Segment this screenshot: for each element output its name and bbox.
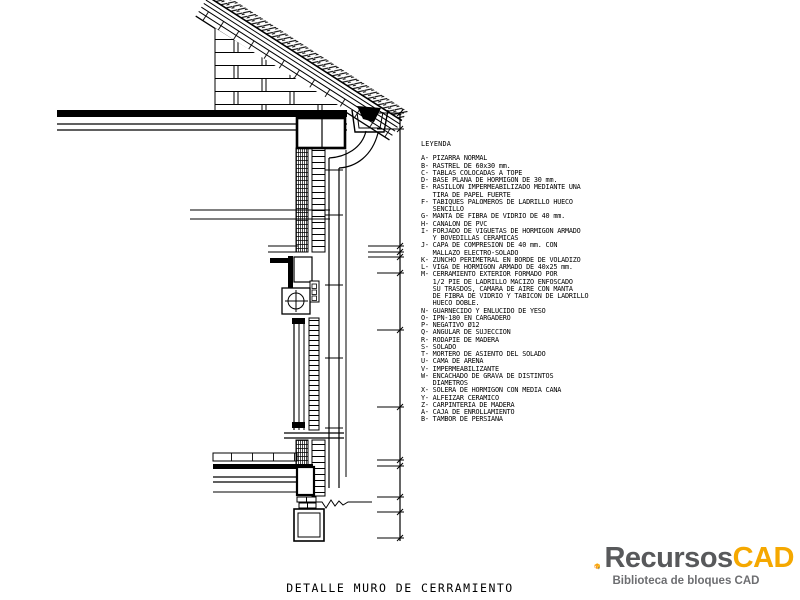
- legend-title: LEYENDA: [421, 140, 452, 148]
- gravel-break-line: [312, 499, 372, 509]
- floor-assembly: [212, 452, 372, 542]
- slate-hatch: [208, 0, 408, 121]
- shutter-slats: [308, 317, 320, 431]
- lintel-lines: [268, 245, 298, 253]
- base-brick-courses: [296, 496, 317, 509]
- cube-logo-icon: [594, 563, 601, 570]
- batten-ticks: [195, 7, 396, 140]
- legend: LEYENDA A- PIZARRA NORMAL B- RASTREL DE …: [421, 140, 589, 424]
- brand-accent: CAD: [732, 542, 795, 575]
- brand-name: RecursosCAD: [604, 544, 794, 573]
- brand-primary: Recursos: [604, 542, 733, 575]
- dimension-line: [368, 109, 404, 542]
- shutter-drum: [281, 287, 311, 315]
- drawing-caption: DETALLE MURO DE CERRAMIENTO: [286, 581, 514, 595]
- slab-edge-beam: [295, 116, 347, 150]
- sill-lines: [284, 432, 344, 439]
- brand-tagline: Biblioteca de bloques CAD: [612, 575, 760, 588]
- footing: [293, 508, 325, 542]
- window-frame: [292, 318, 305, 430]
- shutter-box: [270, 256, 320, 315]
- gutter: [351, 106, 389, 133]
- downspout-pipe: [325, 130, 379, 488]
- wall-section-upper: [295, 147, 326, 253]
- ceiling-lines: [190, 209, 330, 220]
- logo-text: RecursosCAD Biblioteca de bloques CAD: [604, 544, 794, 588]
- roof-assembly: [195, 0, 408, 141]
- recursoscad-logo: RecursosCAD Biblioteca de bloques CAD: [594, 538, 795, 594]
- legend-items: A- PIZARRA NORMAL B- RASTREL DE 60x30 mm…: [421, 154, 589, 424]
